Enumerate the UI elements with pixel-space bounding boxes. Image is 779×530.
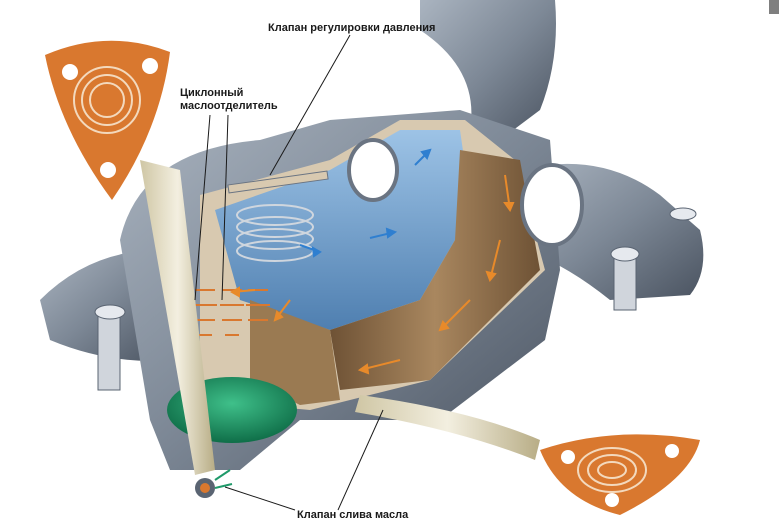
label-cyclone-line-1: Циклонный xyxy=(180,87,244,99)
oil-return-channel xyxy=(330,150,540,390)
pressure-valve-plate xyxy=(227,170,329,194)
flow-arrows-orange xyxy=(229,174,515,375)
flow-arrows-blue xyxy=(299,148,432,258)
gasket-top-left xyxy=(45,40,170,200)
label-pressure-valve: Клапан регулировки давления xyxy=(268,22,436,34)
label-cyclone-separator: Циклонный маслоотделитель xyxy=(180,87,278,113)
label-cyclone-line-2: маслоотделитель xyxy=(180,100,278,112)
label-drain-valve: Клапан слива масла xyxy=(297,509,409,521)
leader-lines xyxy=(194,34,384,511)
corner-marker xyxy=(769,0,779,14)
duct-openings xyxy=(347,138,584,247)
lower-channel xyxy=(250,300,340,405)
gasket-bottom-right xyxy=(540,434,700,515)
inlet-pipe-left xyxy=(140,160,215,475)
drain-valve xyxy=(195,469,233,498)
outlet-pipe-right xyxy=(355,395,540,460)
cyclone-tubes xyxy=(193,289,270,336)
upper-chamber xyxy=(215,130,470,330)
top-duct xyxy=(420,0,556,140)
